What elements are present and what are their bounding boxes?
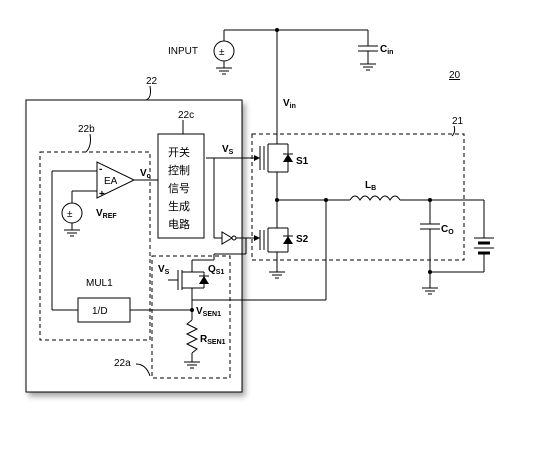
ground-co <box>422 287 438 295</box>
svg-text:Vc: Vc <box>140 168 151 180</box>
ref-22: 22 <box>146 76 158 87</box>
battery <box>430 200 494 273</box>
co-capacitor <box>420 200 440 288</box>
switch-control-circuit-22c <box>157 133 205 239</box>
svg-text:RSEN1: RSEN1 <box>200 334 226 346</box>
switch-s1 <box>259 143 293 173</box>
svg-text:Cin: Cin <box>380 44 393 56</box>
svg-text:S2: S2 <box>296 234 309 245</box>
svg-text:1/D: 1/D <box>92 306 108 317</box>
input-label: INPUT <box>168 46 198 57</box>
ground-s2 <box>269 271 285 279</box>
mul1-label: MUL1 <box>86 278 113 289</box>
input-source: ± <box>213 40 235 75</box>
svg-text:+: + <box>99 189 105 200</box>
svg-text:S1: S1 <box>296 156 309 167</box>
svg-text:EA: EA <box>104 176 118 187</box>
cin-capacitor <box>358 30 378 71</box>
svg-text:电路: 电路 <box>168 218 190 231</box>
svg-text:生成: 生成 <box>168 199 190 213</box>
svg-text:LB: LB <box>365 180 376 192</box>
svg-text:CO: CO <box>441 224 454 236</box>
sense-switch-qs1 <box>168 238 247 290</box>
ref-22c: 22c <box>178 110 194 121</box>
svg-text:VREF: VREF <box>96 208 117 220</box>
svg-text:VS: VS <box>158 264 170 276</box>
svg-text:QS1: QS1 <box>208 264 224 276</box>
svg-text:控制: 控制 <box>168 163 190 177</box>
controller-block-22 <box>25 99 243 393</box>
inverter-gate <box>221 231 233 245</box>
svg-text:Vin: Vin <box>283 98 296 110</box>
sense-block-22a <box>151 255 231 379</box>
vref-source: ± <box>61 202 83 237</box>
svg-text:信号: 信号 <box>168 182 190 195</box>
ref-21: 21 <box>452 116 464 127</box>
switch-s2 <box>259 227 293 253</box>
svg-text:±: ± <box>219 47 225 58</box>
power-stage-21 <box>251 133 465 261</box>
svg-text:±: ± <box>67 209 73 220</box>
ref-20: 20 <box>449 70 461 81</box>
ref-22b: 22b <box>78 124 95 135</box>
svg-text:VSEN1: VSEN1 <box>196 306 221 318</box>
svg-text:VS: VS <box>222 144 234 156</box>
svg-text:-: - <box>99 164 102 175</box>
sense-resistor-rsen1 <box>184 319 200 369</box>
inductor-lb <box>349 195 401 201</box>
svg-text:开关: 开关 <box>168 145 190 159</box>
ref-22a: 22a <box>114 358 131 369</box>
error-amplifier <box>96 161 136 199</box>
feedback-block-22b <box>39 151 151 341</box>
